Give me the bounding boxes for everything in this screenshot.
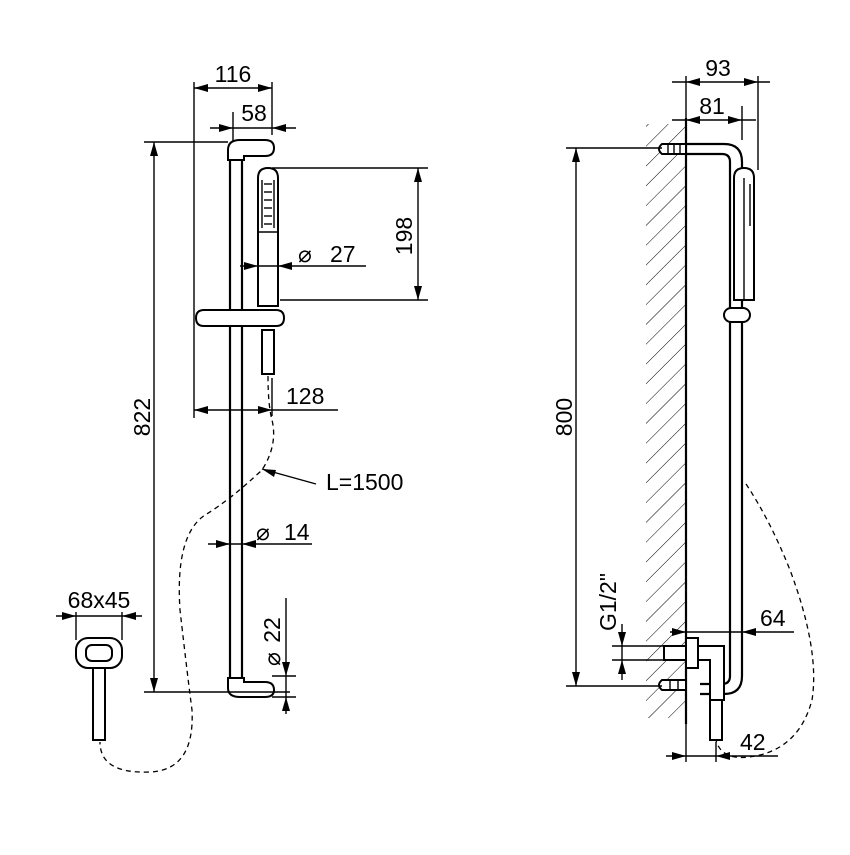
- shower-hose: [99, 375, 275, 773]
- hose-length-callout: L=1500: [261, 468, 403, 495]
- top-wall-fixing: [658, 143, 687, 155]
- dim-label-27: 27: [330, 241, 356, 267]
- dim-connector-68x45: 68x45: [56, 587, 142, 640]
- wall-hatch: [646, 124, 686, 718]
- dim-label-822: 822: [129, 398, 155, 436]
- dim-depth-128: 128: [194, 378, 338, 416]
- hand-shower-side: [723, 166, 755, 323]
- dim-label-68x45: 68x45: [68, 587, 131, 613]
- side-view: 93 81 800 G1/2": [551, 55, 815, 762]
- dim-label-800: 800: [551, 398, 577, 436]
- slider-holder: [194, 309, 286, 327]
- dim-dia-22: ⌀ 22: [259, 598, 296, 714]
- dim-label-198: 198: [391, 217, 417, 255]
- shower-hose-side: [715, 483, 815, 759]
- dim-label-hose-length: L=1500: [326, 469, 403, 495]
- dia-symbol-14: ⌀: [256, 519, 270, 545]
- elbow-connector: [663, 637, 725, 741]
- hand-shower: [257, 166, 279, 375]
- front-view: 116 58 198 ⌀ 27: [56, 61, 428, 773]
- dim-height-198: 198: [272, 167, 428, 301]
- dim-depth-64: 64: [670, 605, 794, 640]
- dim-label-22: 22: [259, 617, 285, 643]
- dim-thread-g12: G1/2": [595, 573, 664, 680]
- dim-label-81: 81: [699, 93, 725, 119]
- dia-symbol-22: ⌀: [259, 652, 285, 666]
- rail-side-profile: [686, 142, 744, 696]
- dim-label-93: 93: [705, 55, 731, 81]
- dim-depth-81: 81: [672, 93, 756, 140]
- dim-offset-58: 58: [210, 100, 296, 142]
- dim-label-64: 64: [760, 605, 786, 631]
- dim-depth-93: 93: [672, 55, 770, 170]
- dim-label-116: 116: [215, 61, 252, 87]
- bottom-wall-fixing: [658, 679, 687, 691]
- dia-symbol-27: ⌀: [298, 241, 312, 267]
- wall-connector: [75, 637, 123, 741]
- dim-dia-27: ⌀ 27: [240, 241, 366, 270]
- dim-height-800: 800: [551, 147, 662, 687]
- dim-label-42: 42: [740, 729, 766, 755]
- dim-label-14: 14: [284, 519, 310, 545]
- dim-label-thread: G1/2": [595, 573, 621, 631]
- dim-dia-14: ⌀ 14: [208, 519, 312, 548]
- dim-depth-42: 42: [666, 724, 778, 762]
- dim-height-822: 822: [129, 141, 290, 693]
- dim-width-116: 116: [193, 61, 273, 418]
- dim-label-128: 128: [286, 383, 324, 409]
- dim-label-58: 58: [241, 100, 267, 126]
